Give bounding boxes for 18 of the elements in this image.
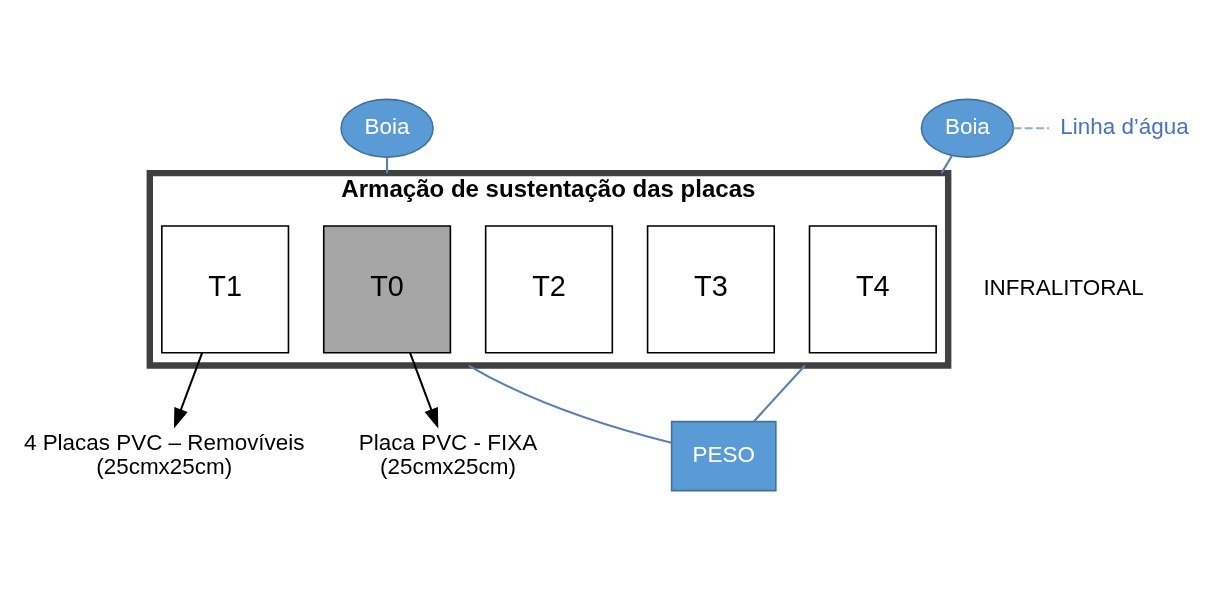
node-text: Placa PVC - FIXA (25cmx25cm) [358,429,538,479]
node-box: T3 [646,224,776,353]
label: Linha d’água [1060,113,1189,139]
connector [386,156,389,173]
node-box: T2 [484,224,614,353]
arrow [173,351,204,428]
node-ellipse: Boia [340,98,434,158]
node-box: T1 [161,224,290,353]
label: INFRALITORAL [983,274,1144,300]
connector [753,364,806,422]
connector [468,364,672,444]
node-box: T4 [808,224,937,353]
node-ellipse: Boia [920,98,1015,158]
connector [940,154,953,174]
arrow [409,351,439,428]
node-box: T0 [322,224,452,353]
node-text: 4 Placas PVC – Removíveis (25cmx25cm) [23,429,305,479]
node-box: PESO [670,420,777,491]
